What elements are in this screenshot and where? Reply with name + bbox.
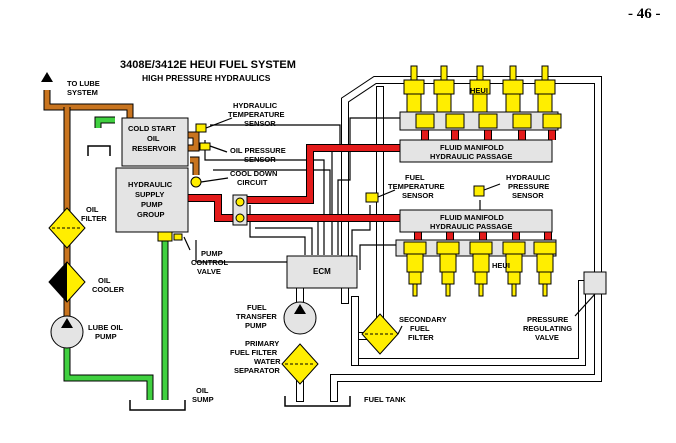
secondary-filter-label: FUEL xyxy=(410,324,430,333)
manifold-top-label: FLUID MANIFOLD xyxy=(440,143,504,152)
hydraulic-supply-pump-group xyxy=(115,167,189,233)
fuel-tank-label: FUEL TANK xyxy=(364,395,406,404)
lube-pump-arrow xyxy=(61,318,73,328)
cold-start-label: RESERVOIR xyxy=(132,144,177,153)
oil-pressure-label: OIL PRESSURE xyxy=(230,146,286,155)
hyd-temp-label: TEMPERATURE xyxy=(228,110,285,119)
pump-group-label: PUMP xyxy=(141,200,163,209)
diagram-subtitle: HIGH PRESSURE HYDRAULICS xyxy=(142,73,271,83)
heui-injector xyxy=(533,241,557,297)
oil-pressure-label: SENSOR xyxy=(244,155,276,164)
pump-control-label: VALVE xyxy=(197,267,221,276)
to-lube-label: TO LUBE xyxy=(67,79,100,88)
pump-group-label: HYDRAULIC xyxy=(128,180,173,189)
high-pressure-oil-lines xyxy=(188,130,556,244)
pressure-regulating-valve xyxy=(583,271,607,295)
fuel-transfer-arrow xyxy=(294,304,306,314)
lube-pump-label: LUBE OIL xyxy=(88,323,123,332)
fuel-transfer-label: PUMP xyxy=(245,321,267,330)
hyd-temp-label: HYDRAULIC xyxy=(233,101,278,110)
oil-cooler-label: COOLER xyxy=(92,285,125,294)
heui-injector xyxy=(502,65,527,123)
cool-down-valve-2 xyxy=(235,213,245,223)
pump-control-valve xyxy=(157,231,173,242)
heui-injector xyxy=(502,241,526,297)
hyd-pressure-label: HYDRAULIC xyxy=(506,173,551,182)
oil-sump-label: SUMP xyxy=(192,395,214,404)
page-number: - 46 - xyxy=(628,6,661,22)
fuel-tank-outline xyxy=(284,396,351,407)
hyd-temp-label: SENSOR xyxy=(244,119,276,128)
to-lube-label: SYSTEM xyxy=(67,88,98,97)
heui-top-label: HEUI xyxy=(470,86,488,95)
leader-lines xyxy=(183,117,596,335)
pump-group-label: GROUP xyxy=(137,210,165,219)
heui-injector xyxy=(436,241,460,297)
fuel-transfer-label: TRANSFER xyxy=(236,312,277,321)
cool-down-label: CIRCUIT xyxy=(237,178,268,187)
fuel-transfer-pump xyxy=(283,301,317,335)
fuel-temperature-sensor xyxy=(365,192,379,203)
hyd-pressure-label: PRESSURE xyxy=(508,182,549,191)
manifold-bottom-label: FLUID MANIFOLD xyxy=(440,213,504,222)
oil-cooler-shade xyxy=(49,262,67,302)
cool-down-valve-1 xyxy=(235,197,245,207)
pump-control-solenoid xyxy=(173,233,183,241)
hyd-pressure-label: SENSOR xyxy=(512,191,544,200)
cold-start-reservoir-tank xyxy=(87,145,111,156)
pump-control-label: PUMP xyxy=(201,249,223,258)
oil-sump-label: OIL xyxy=(196,386,209,395)
primary-filter-label: PRIMARY xyxy=(245,339,279,348)
ecm-box xyxy=(286,255,358,289)
secondary-filter-label: SECONDARY xyxy=(399,315,447,324)
cold-start-label: COLD START xyxy=(128,124,176,133)
primary-filter-label: WATER xyxy=(254,357,281,366)
pump-control-label: CONTROL xyxy=(191,258,228,267)
lube-oil-pump xyxy=(50,315,84,349)
oil-sump-tank xyxy=(129,400,186,411)
manifold-bottom-label: HYDRAULIC PASSAGE xyxy=(430,222,512,231)
heui-injector xyxy=(403,241,427,297)
secondary-filter-label: FILTER xyxy=(408,333,434,342)
fuel-temp-label: FUEL xyxy=(405,173,425,182)
oil-pressure-sensor xyxy=(199,142,211,151)
lube-pump-label: PUMP xyxy=(95,332,117,341)
heui-injectors-bottom xyxy=(395,239,557,297)
heui-bottom-label: HEUI xyxy=(492,261,510,270)
regulating-valve-label: PRESSURE xyxy=(527,315,568,324)
to-lube-arrow xyxy=(41,72,53,82)
cold-start-oil-reservoir xyxy=(121,117,189,167)
regulating-valve-label: VALVE xyxy=(535,333,559,342)
primary-filter-label: SEPARATOR xyxy=(234,366,280,375)
ecm-label: ECM xyxy=(313,267,331,276)
fuel-temp-label: SENSOR xyxy=(402,191,434,200)
heui-injectors-top xyxy=(399,65,562,131)
oil-cooler-label: OIL xyxy=(98,276,111,285)
manifold-top-label: HYDRAULIC PASSAGE xyxy=(430,152,512,161)
oil-filter-label: OIL xyxy=(86,205,99,214)
cool-down-valve xyxy=(190,176,202,188)
cool-down-label: COOL DOWN xyxy=(230,169,277,178)
diagram-title: 3408E/3412E HEUI FUEL SYSTEM xyxy=(120,59,296,71)
primary-filter-label: FUEL FILTER xyxy=(230,348,278,357)
fuel-transfer-label: FUEL xyxy=(247,303,267,312)
cold-start-label: OIL xyxy=(147,134,160,143)
hydraulic-pressure-sensor xyxy=(473,185,485,197)
regulating-valve-label: REGULATING xyxy=(523,324,572,333)
oil-filter-label: FILTER xyxy=(81,214,107,223)
sump-return-line xyxy=(63,116,169,400)
fluid-manifold-bottom xyxy=(399,209,553,233)
pump-group-label: SUPPLY xyxy=(135,190,164,199)
heui-injector xyxy=(469,241,493,297)
hydraulic-temperature-sensor xyxy=(195,123,207,133)
fuel-temp-label: TEMPERATURE xyxy=(388,182,445,191)
fluid-manifold-top xyxy=(399,139,553,163)
